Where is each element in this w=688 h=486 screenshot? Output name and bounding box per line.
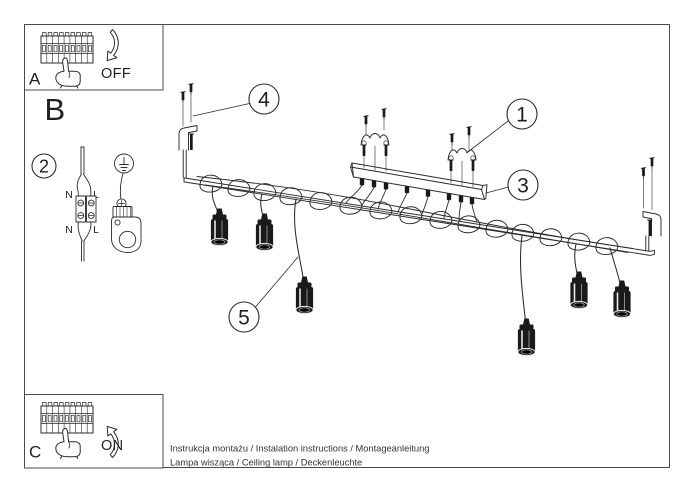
on-label: ON [101,438,124,454]
bracket-strap [360,133,390,146]
cord-wraps [199,174,619,256]
pendant-socket [517,317,536,357]
callout-2-number: 2 [39,156,49,176]
callout-1: 1 [467,98,538,153]
bracket-bolt-icon [383,144,389,157]
step-c-box: ON C [24,394,164,469]
footer-line-1: Instrukcja montażu / Instalation instruc… [170,444,429,454]
bracket-bolt-icon [448,159,454,172]
pendant-cord-5 [294,198,305,284]
step-a-box: OFF A [24,24,164,91]
pendant-cords [211,185,622,326]
step-c-label: C [29,443,41,462]
arrow-down-icon [106,29,119,62]
rail-cord-bundle [196,176,634,253]
footer-line-2: Lampa wisząca / Ceiling lamp / Deckenleu… [170,458,362,468]
canopy-bar [350,162,488,200]
wiring-diagram: N L N L [65,146,142,262]
bracket-screw-icon [449,133,455,146]
callout-3-circle [507,169,539,201]
step-a-label: A [29,70,41,89]
callout-5: 5 [228,256,299,333]
footer: Instrukcja montażu / Instalation instruc… [170,444,429,468]
canopy-bracket-a [360,108,390,172]
bracket-screw-icon [381,108,387,121]
pendant-socket [569,270,589,310]
callout-3-number: 3 [517,175,529,198]
step-b-label: B [45,92,66,127]
off-label: OFF [101,66,131,82]
ground-clamp [111,198,142,253]
bracket-screw-icon [466,126,472,139]
callout-2-circle [31,153,57,179]
wire-label-n-top: N [65,189,73,201]
mount-screw-icon [649,157,655,170]
circuit-breaker-icon [40,402,94,434]
mount-screw-icon [188,83,194,96]
arrow-up-icon [106,425,119,458]
left-mount [178,83,198,178]
pendant-socket [295,275,314,315]
lamp-assembly-drawing: 4 1 3 5 [178,83,662,357]
mount-bracket [178,125,198,151]
callout-1-circle [506,98,538,130]
pendant-socket [612,279,632,319]
ground-wire [119,173,124,200]
callout-1-number: 1 [516,104,528,127]
bracket-strap [447,148,477,161]
cable-glands [359,178,475,205]
bracket-bolt-icon [361,144,367,157]
wire-label-l-bottom: L [93,224,99,236]
bracket-bolt-icon [470,159,476,172]
pendant-socket [255,212,274,252]
mount-screw-icon [640,167,647,180]
callout-5-circle [228,301,260,333]
canopy-bracket-b [447,126,477,188]
ground-symbol-icon [114,153,134,174]
callout-4-circle [248,83,280,115]
callout-3: 3 [485,169,539,201]
callout-2: 2 [31,153,57,179]
right-mount [640,157,662,252]
pendant-socket [210,207,229,247]
mount-screw-icon [180,91,186,104]
terminal-block [75,195,97,223]
gland-cords [345,184,478,223]
mount-bracket [642,211,662,237]
wire-label-n-bottom: N [65,224,73,236]
page-frame [24,24,670,468]
callout-4-number: 4 [258,89,270,112]
wire-label-l-top: L [93,189,99,201]
bracket-screw-icon [363,115,369,128]
callout-5-number: 5 [238,307,250,330]
callout-4: 4 [192,83,280,117]
